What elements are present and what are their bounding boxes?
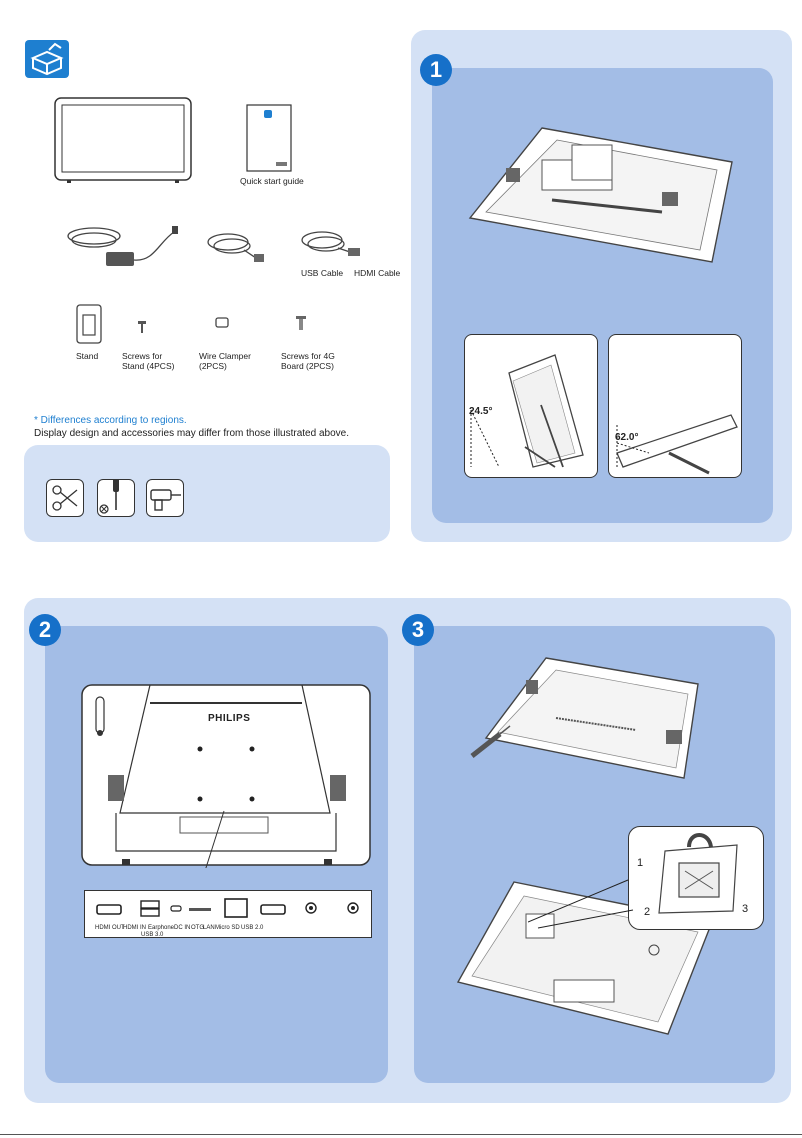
- callout-label-1: 1: [637, 857, 644, 869]
- angle-card-1: [464, 334, 598, 478]
- screws-4g-label-2: Board (2PCS): [281, 361, 334, 371]
- port-label-dc-in: DC IN: [174, 925, 191, 931]
- scissors-icon: [46, 479, 84, 517]
- port-label-usb2: USB 2.0: [241, 925, 264, 931]
- quick-start-guide-illustration: [246, 104, 292, 172]
- ports-bar: [84, 890, 372, 938]
- drill-icon: [146, 479, 184, 517]
- power-adapter-illustration: [64, 222, 184, 272]
- hdmi-cable-label: HDMI Cable: [354, 268, 401, 278]
- port-label-hdmi-in: HDMI IN: [123, 925, 146, 931]
- step2-monitor-back-illustration: [80, 683, 372, 894]
- port-label-otg: OTG: [191, 925, 204, 931]
- screws-stand-label-2: Stand (4PCS): [122, 361, 175, 371]
- port-label-hdmi-out: HDMI OUT: [95, 925, 125, 931]
- wire-clamper-label-1: Wire Clamper: [199, 351, 251, 361]
- callout-line-detail: [527, 870, 638, 930]
- port-label-micro-sd: Micro SD: [215, 925, 240, 931]
- screws-4g-label-1: Screws for 4G: [281, 351, 335, 361]
- screws-stand-label-1: Screws for: [122, 351, 163, 361]
- quick-start-guide-label: Quick start guide: [240, 176, 304, 186]
- step3-monitor-screwdriver-illustration: [466, 652, 706, 782]
- step3-detail-card: [628, 826, 764, 930]
- box-contents-icon: [25, 40, 69, 78]
- callout-label-3: 3: [742, 903, 749, 915]
- callout-label-2: 2: [644, 906, 651, 918]
- port-label-usb3: USB 3.0: [141, 932, 164, 938]
- angle-label-1: 24.5°: [469, 406, 493, 417]
- 4g-screw-icon: [296, 316, 306, 330]
- port-label-earphone: Earphone: [148, 925, 175, 931]
- design-note: Display design and accessories may diffe…: [34, 428, 349, 439]
- stand-label: Stand: [76, 351, 99, 361]
- step1-monitor-back-illustration: [462, 120, 744, 265]
- wire-clamper-icon: [214, 316, 230, 330]
- monitor-illustration: [53, 96, 193, 184]
- angle-card-2: [608, 334, 742, 478]
- page-bottom-rule: [0, 1134, 802, 1135]
- tools-panel: [24, 445, 390, 542]
- hdmi-cable-illustration: [298, 226, 364, 266]
- step3-number: 3: [402, 614, 434, 646]
- usb-cable-label: USB Cable: [301, 268, 344, 278]
- port-label-lan: LAN: [203, 925, 215, 931]
- step2-number: 2: [29, 614, 61, 646]
- usb-cable-illustration: [202, 228, 268, 268]
- philips-logo: PHILIPS: [208, 713, 251, 724]
- regions-note: * Differences according to regions.: [34, 415, 187, 426]
- step1-number: 1: [420, 54, 452, 86]
- screw-icon: [138, 320, 146, 333]
- screwdriver-icon: [97, 472, 135, 517]
- angle-label-2: 62.0°: [615, 432, 639, 443]
- stand-illustration: [74, 303, 104, 345]
- wire-clamper-label-2: (2PCS): [199, 361, 227, 371]
